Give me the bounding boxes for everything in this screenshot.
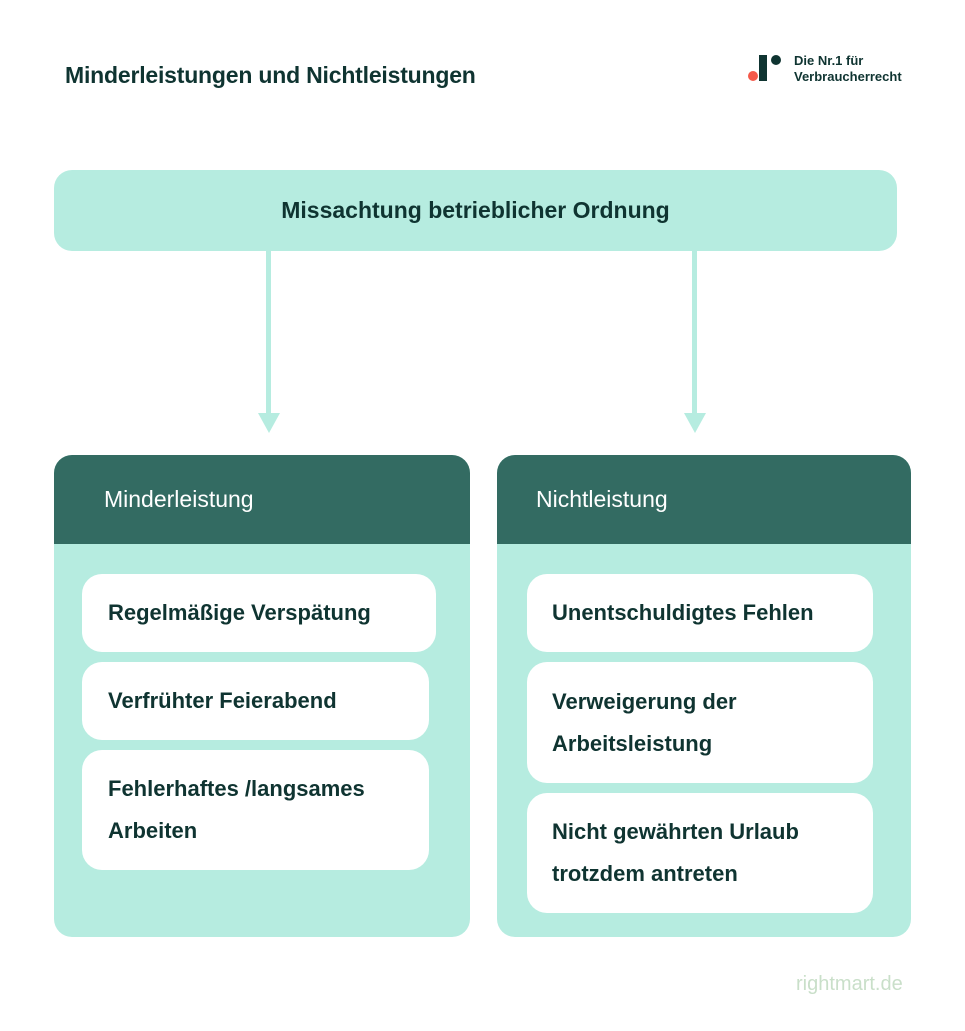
arrow-shaft	[692, 251, 697, 416]
list-item: Fehlerhaftes /langsames Arbeiten	[82, 750, 429, 870]
brand-logo: Die Nr.1 für Verbraucherrecht	[748, 53, 918, 89]
logo-bar-icon	[759, 55, 767, 81]
branch-header: Minderleistung	[54, 455, 470, 544]
item-label: Verweigerung der Arbeitsleistung	[552, 688, 737, 756]
logo-tagline: Die Nr.1 für Verbraucherrecht	[794, 53, 902, 84]
arrow-head	[684, 413, 706, 433]
list-item: Verweigerung der Arbeitsleistung	[527, 662, 873, 783]
branch-minderleistung: Minderleistung Regelmäßige Verspätung Ve…	[54, 455, 470, 937]
arrow-shaft	[266, 251, 271, 416]
arrow-down-icon	[258, 251, 280, 433]
root-node: Missachtung betrieblicher Ordnung	[54, 170, 897, 251]
item-label: Regelmäßige Verspätung	[108, 600, 371, 625]
page-title: Minderleistungen und Nichtleistungen	[65, 62, 476, 88]
watermark: rightmart.de	[796, 973, 903, 995]
item-label: Unentschuldigtes Fehlen	[552, 600, 814, 625]
arrow-down-icon	[684, 251, 706, 433]
arrow-head	[258, 413, 280, 433]
branch-nichtleistung: Nichtleistung Unentschuldigtes Fehlen Ve…	[497, 455, 911, 937]
item-label: Fehlerhaftes /langsames Arbeiten	[108, 776, 365, 843]
branch-header: Nichtleistung	[497, 455, 911, 544]
item-label: Nicht gewährten Urlaub trotzdem antreten	[552, 819, 799, 886]
list-item: Unentschuldigtes Fehlen	[527, 574, 873, 652]
list-item: Verfrühter Feierabend	[82, 662, 429, 740]
branch-title: Minderleistung	[104, 486, 254, 512]
logo-accent-dot-icon	[748, 71, 758, 81]
list-item: Nicht gewährten Urlaub trotzdem antreten	[527, 793, 873, 913]
root-node-label: Missachtung betrieblicher Ordnung	[281, 197, 670, 223]
list-item: Regelmäßige Verspätung	[82, 574, 436, 652]
branch-title: Nichtleistung	[536, 486, 668, 512]
item-label: Verfrühter Feierabend	[108, 688, 337, 713]
logo-dot-icon	[771, 55, 781, 65]
